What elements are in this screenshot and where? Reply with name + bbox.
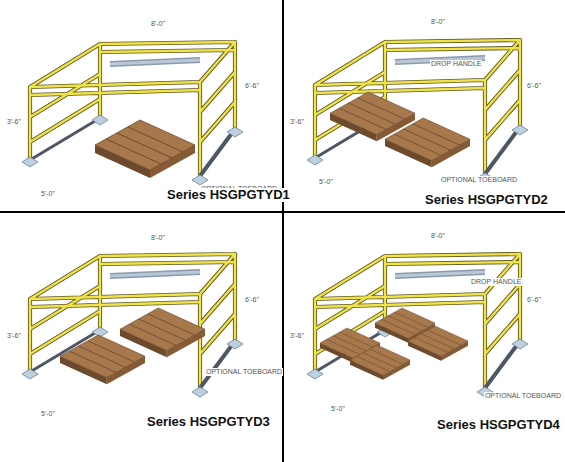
dimension-label: 3'-6" bbox=[6, 332, 22, 340]
dimension-label: 8'-0" bbox=[150, 20, 166, 28]
dimension-label: 8'-0" bbox=[430, 18, 446, 26]
series-title: Series HSGPGTYD3 bbox=[145, 415, 272, 429]
dimension-label: DROP HANDLE bbox=[430, 60, 482, 68]
dimension-label: 6'-6" bbox=[244, 82, 260, 90]
dimension-label: 5'-0" bbox=[330, 405, 346, 413]
dimension-label: OPTIONAL TOEBOARD bbox=[205, 368, 283, 376]
dimension-label: 6'-6" bbox=[526, 296, 542, 304]
dimension-label: 5'-0" bbox=[318, 178, 334, 186]
dimension-label: 5'-0" bbox=[40, 410, 56, 418]
dimension-label: 8'-0" bbox=[430, 232, 446, 240]
series-title: Series HSGPGTYD2 bbox=[423, 193, 550, 207]
dimension-label: 5'-0" bbox=[40, 190, 56, 198]
dimension-label: 6'-6" bbox=[526, 82, 542, 90]
dimension-label: OPTIONAL TOEBOARD bbox=[440, 176, 518, 184]
dimension-label: OPTIONAL TOEBOARD bbox=[484, 392, 562, 400]
dimension-label: 3'-6" bbox=[289, 118, 305, 126]
dimension-label: 8'-0" bbox=[150, 234, 166, 242]
dimension-label: 6'-6" bbox=[244, 296, 260, 304]
series-title: Series HSGPGTYD4 bbox=[435, 418, 562, 432]
dimension-label: 3'-6" bbox=[289, 332, 305, 340]
dimension-label: DROP HANDLE bbox=[470, 278, 522, 286]
dimension-label: 3'-6" bbox=[6, 118, 22, 126]
series-title: Series HSGPGTYD1 bbox=[165, 188, 292, 202]
